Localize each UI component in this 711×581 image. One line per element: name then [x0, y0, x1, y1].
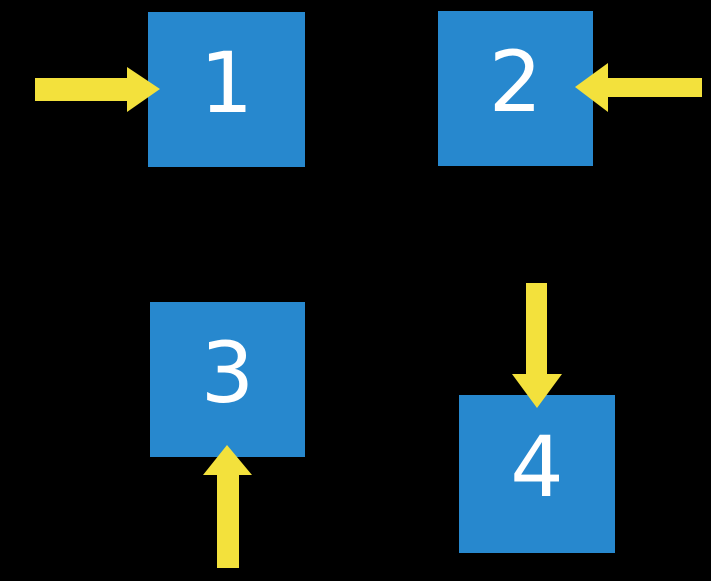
square-2: 2 [438, 11, 593, 166]
arrow-down-icon [512, 283, 562, 408]
arrow-left-icon [575, 63, 702, 112]
square-4-label: 4 [510, 418, 564, 516]
arrow-right-shape [35, 67, 160, 112]
arrow-left-shape [575, 63, 702, 112]
square-4: 4 [459, 395, 615, 553]
square-3: 3 [150, 302, 305, 457]
arrow-right-icon [35, 67, 160, 112]
square-1-label: 1 [199, 33, 254, 132]
square-1: 1 [148, 12, 305, 167]
arrow-down-shape [512, 283, 562, 408]
square-3-label: 3 [200, 323, 255, 422]
square-2-label: 2 [488, 32, 543, 131]
arrow-up-shape [203, 445, 252, 568]
arrow-up-icon [203, 445, 252, 568]
